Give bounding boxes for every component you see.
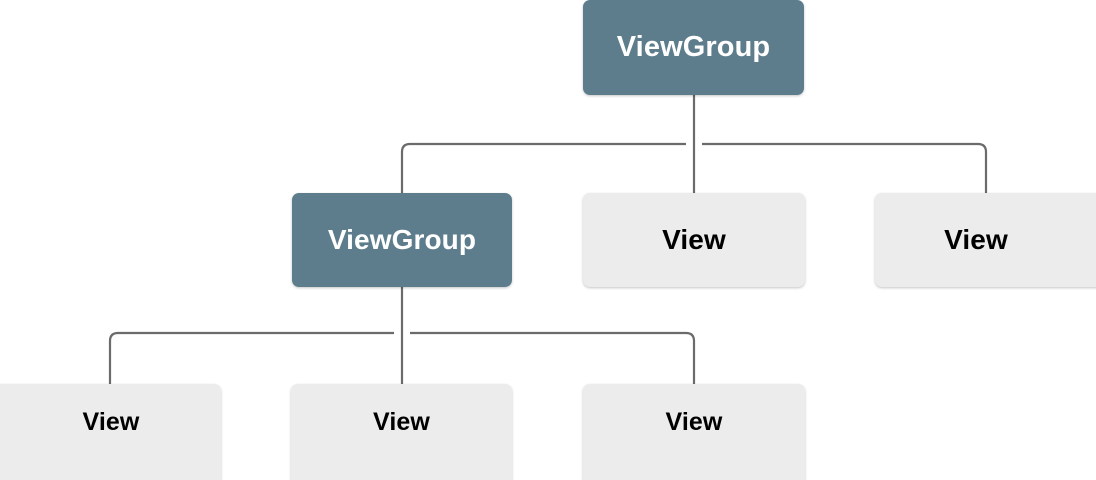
node-child-viewgroup[interactable]: ViewGroup xyxy=(292,193,512,287)
node-grandchild-view-center[interactable]: View xyxy=(291,384,512,480)
node-child-view-right[interactable]: View xyxy=(875,193,1096,287)
edge-viewgroup-to-view-right xyxy=(410,331,696,384)
node-child-view-center[interactable]: View xyxy=(583,193,805,287)
node-grandchild-view-right[interactable]: View xyxy=(583,384,805,480)
node-label: ViewGroup xyxy=(327,224,477,255)
node-root-viewgroup[interactable]: ViewGroup xyxy=(583,0,804,95)
node-label: View xyxy=(373,407,430,436)
edge-root-to-viewgroup-child xyxy=(400,142,686,193)
node-label: View xyxy=(665,407,723,436)
edge-viewgroup-to-view-left xyxy=(108,331,394,384)
node-grandchild-view-left[interactable]: View xyxy=(0,384,221,480)
node-label: View xyxy=(662,224,726,255)
node-label: View xyxy=(944,224,1008,255)
node-label: View xyxy=(82,407,140,436)
edge-root-to-view-right xyxy=(702,142,988,193)
node-label: ViewGroup xyxy=(616,31,771,63)
